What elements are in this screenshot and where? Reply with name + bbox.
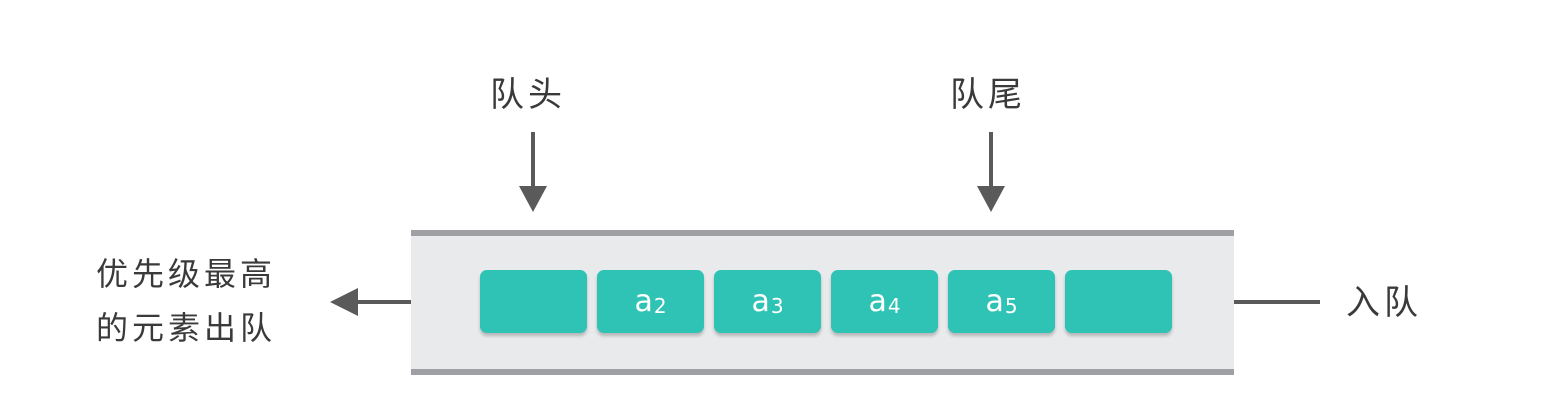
queue-cell — [480, 270, 587, 333]
queue-cell-sub: 4 — [887, 293, 901, 318]
enqueue-label: 入队 — [1346, 283, 1422, 323]
head-arrow-icon — [519, 132, 547, 212]
queue-cell-base: a — [634, 284, 653, 319]
tail-arrow-icon — [977, 132, 1005, 212]
dequeue-label-line1: 优先级最高 — [96, 255, 277, 293]
queue-cell-base: a — [751, 284, 770, 319]
queue-head-label: 队头 — [490, 75, 566, 115]
dequeue-label-line2: 的元素出队 — [96, 309, 277, 347]
queue-cell-base: a — [985, 284, 1004, 319]
queue-cell — [1065, 270, 1172, 333]
queue-cell-sub: 5 — [1004, 293, 1018, 318]
dequeue-label: 优先级最高 的元素出队 — [96, 258, 276, 366]
queue-cell-sub: 3 — [770, 293, 784, 318]
queue-cell-base: a — [868, 284, 887, 319]
queue-tail-label: 队尾 — [950, 75, 1026, 115]
queue-cell-sub: 2 — [653, 293, 667, 318]
